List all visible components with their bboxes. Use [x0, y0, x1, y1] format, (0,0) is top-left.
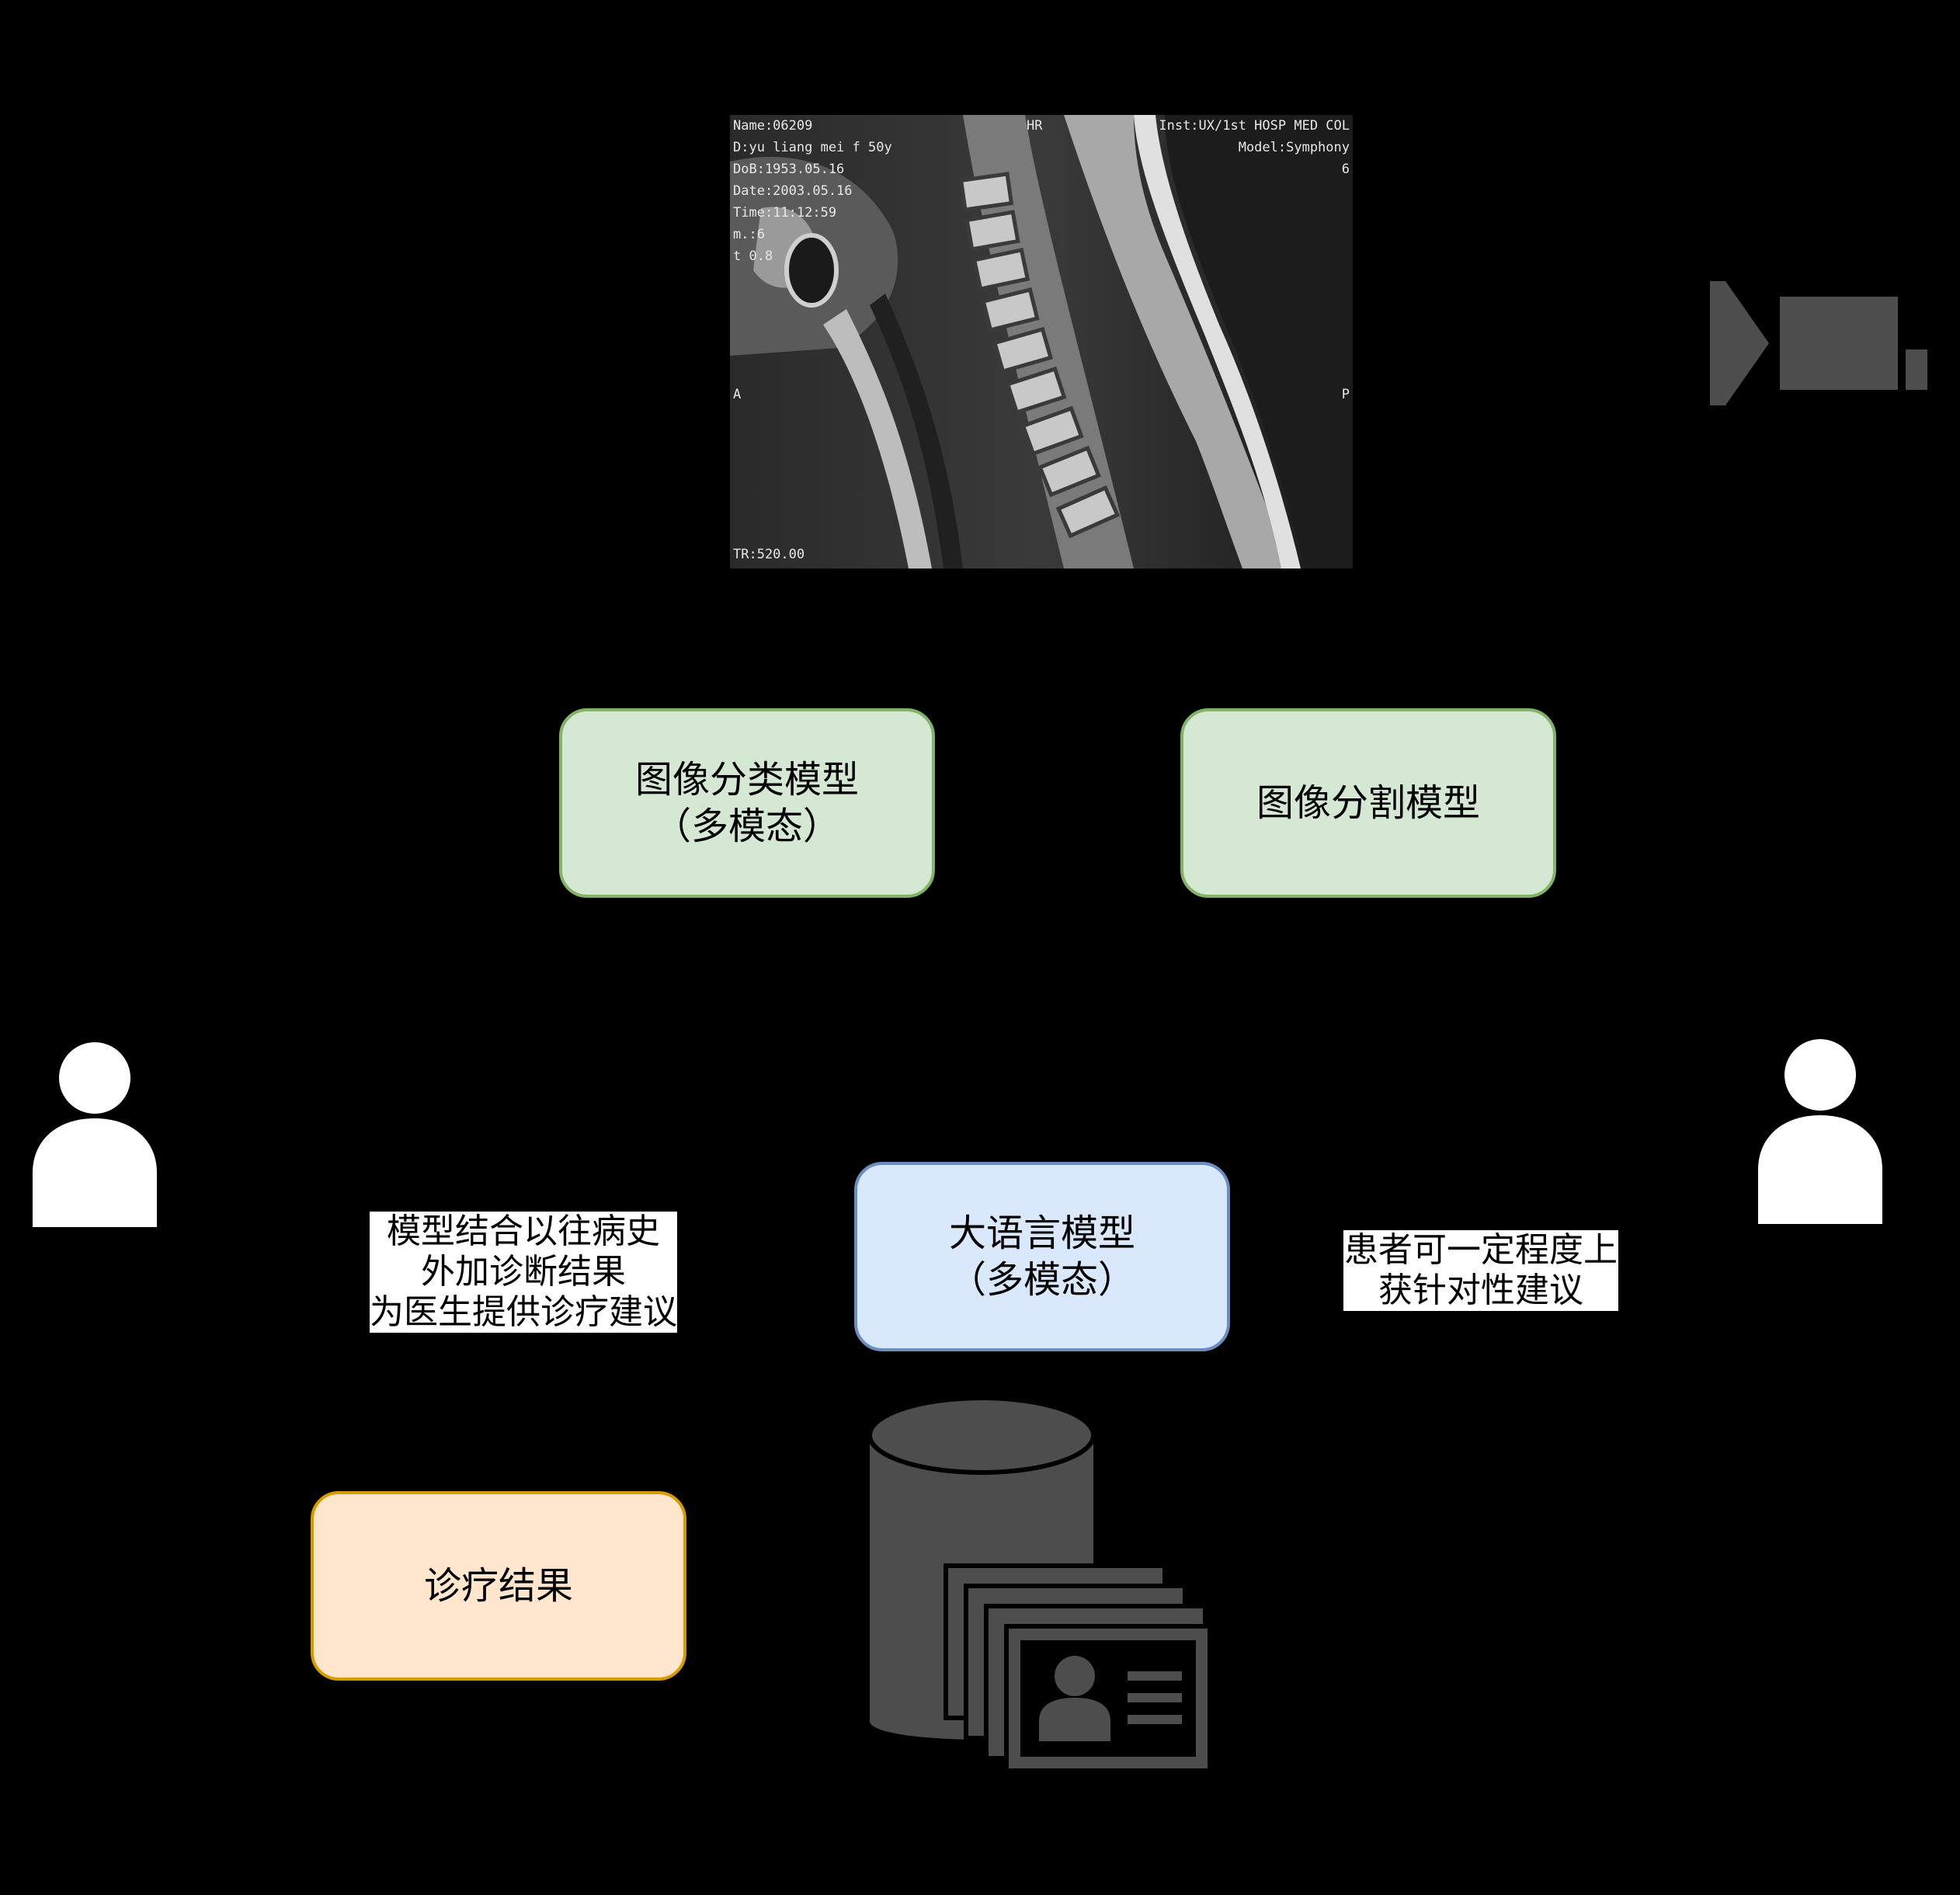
mri-overlay-line: Model:Symphony: [1238, 140, 1350, 155]
label-line: 获针对性建议: [1378, 1271, 1583, 1310]
mri-overlay-line: DoB:1953.05.16: [733, 162, 845, 177]
mri-overlay-line: D:yu liang mei f 50y: [733, 140, 892, 155]
node-label: 诊疗结果: [423, 1564, 573, 1608]
image-segmentation-model-node: 图像分割模型: [1180, 708, 1556, 898]
mri-scan-graphic: [730, 115, 1353, 568]
doctor-advice-label: 模型结合以往病史 外加诊断结果 为医生提供诊疗建议: [370, 1212, 677, 1333]
label-line: 外加诊断结果: [421, 1252, 626, 1292]
mri-overlay-line: Time:11:12:59: [733, 205, 837, 221]
mri-marker-a: A: [733, 387, 742, 402]
diagnosis-result-node: 诊疗结果: [311, 1491, 686, 1681]
mri-scan-image: Name:06209 D:yu liang mei f 50y DoB:1953…: [730, 115, 1353, 568]
image-classification-model-node: 图像分类模型 （多模态）: [559, 708, 935, 898]
label-line: 为医生提供诊疗建议: [370, 1292, 677, 1332]
mri-overlay-line: Inst:UX/1st HOSP MED COL: [1159, 118, 1350, 134]
mri-overlay-left: Name:06209 D:yu liang mei f 50y DoB:1953…: [733, 115, 892, 267]
medical-records-database-icon: [868, 1396, 1212, 1772]
mri-overlay-line: Date:2003.05.16: [733, 183, 853, 199]
node-label: 图像分类模型: [634, 758, 859, 801]
node-sublabel: （多模态）: [948, 1258, 1135, 1302]
mri-overlay-bottom: TR:520.00: [733, 547, 805, 562]
doctor-person-icon: [33, 1042, 157, 1227]
mri-overlay-line: 6: [1341, 162, 1350, 177]
patient-person-icon: [1758, 1039, 1882, 1224]
node-label: 图像分割模型: [1256, 781, 1480, 825]
mri-overlay-line: m.:6: [733, 227, 765, 242]
mri-overlay-line: Name:06209: [733, 118, 813, 134]
label-line: 模型结合以往病史: [387, 1212, 660, 1251]
label-line: 患者可一定程度上: [1344, 1230, 1618, 1270]
large-language-model-node: 大语言模型 （多模态）: [854, 1162, 1230, 1351]
mri-overlay-hr: HR: [1027, 118, 1043, 134]
mri-marker-p: P: [1341, 387, 1350, 402]
node-label: 大语言模型: [948, 1212, 1135, 1255]
mri-overlay-right: Inst:UX/1st HOSP MED COL Model:Symphony …: [1159, 115, 1350, 180]
patient-advice-label: 患者可一定程度上 获针对性建议: [1343, 1230, 1618, 1311]
mri-overlay-line: t 0.8: [733, 249, 773, 264]
node-sublabel: （多模态）: [653, 805, 840, 848]
video-camera-icon: [1710, 281, 1927, 405]
